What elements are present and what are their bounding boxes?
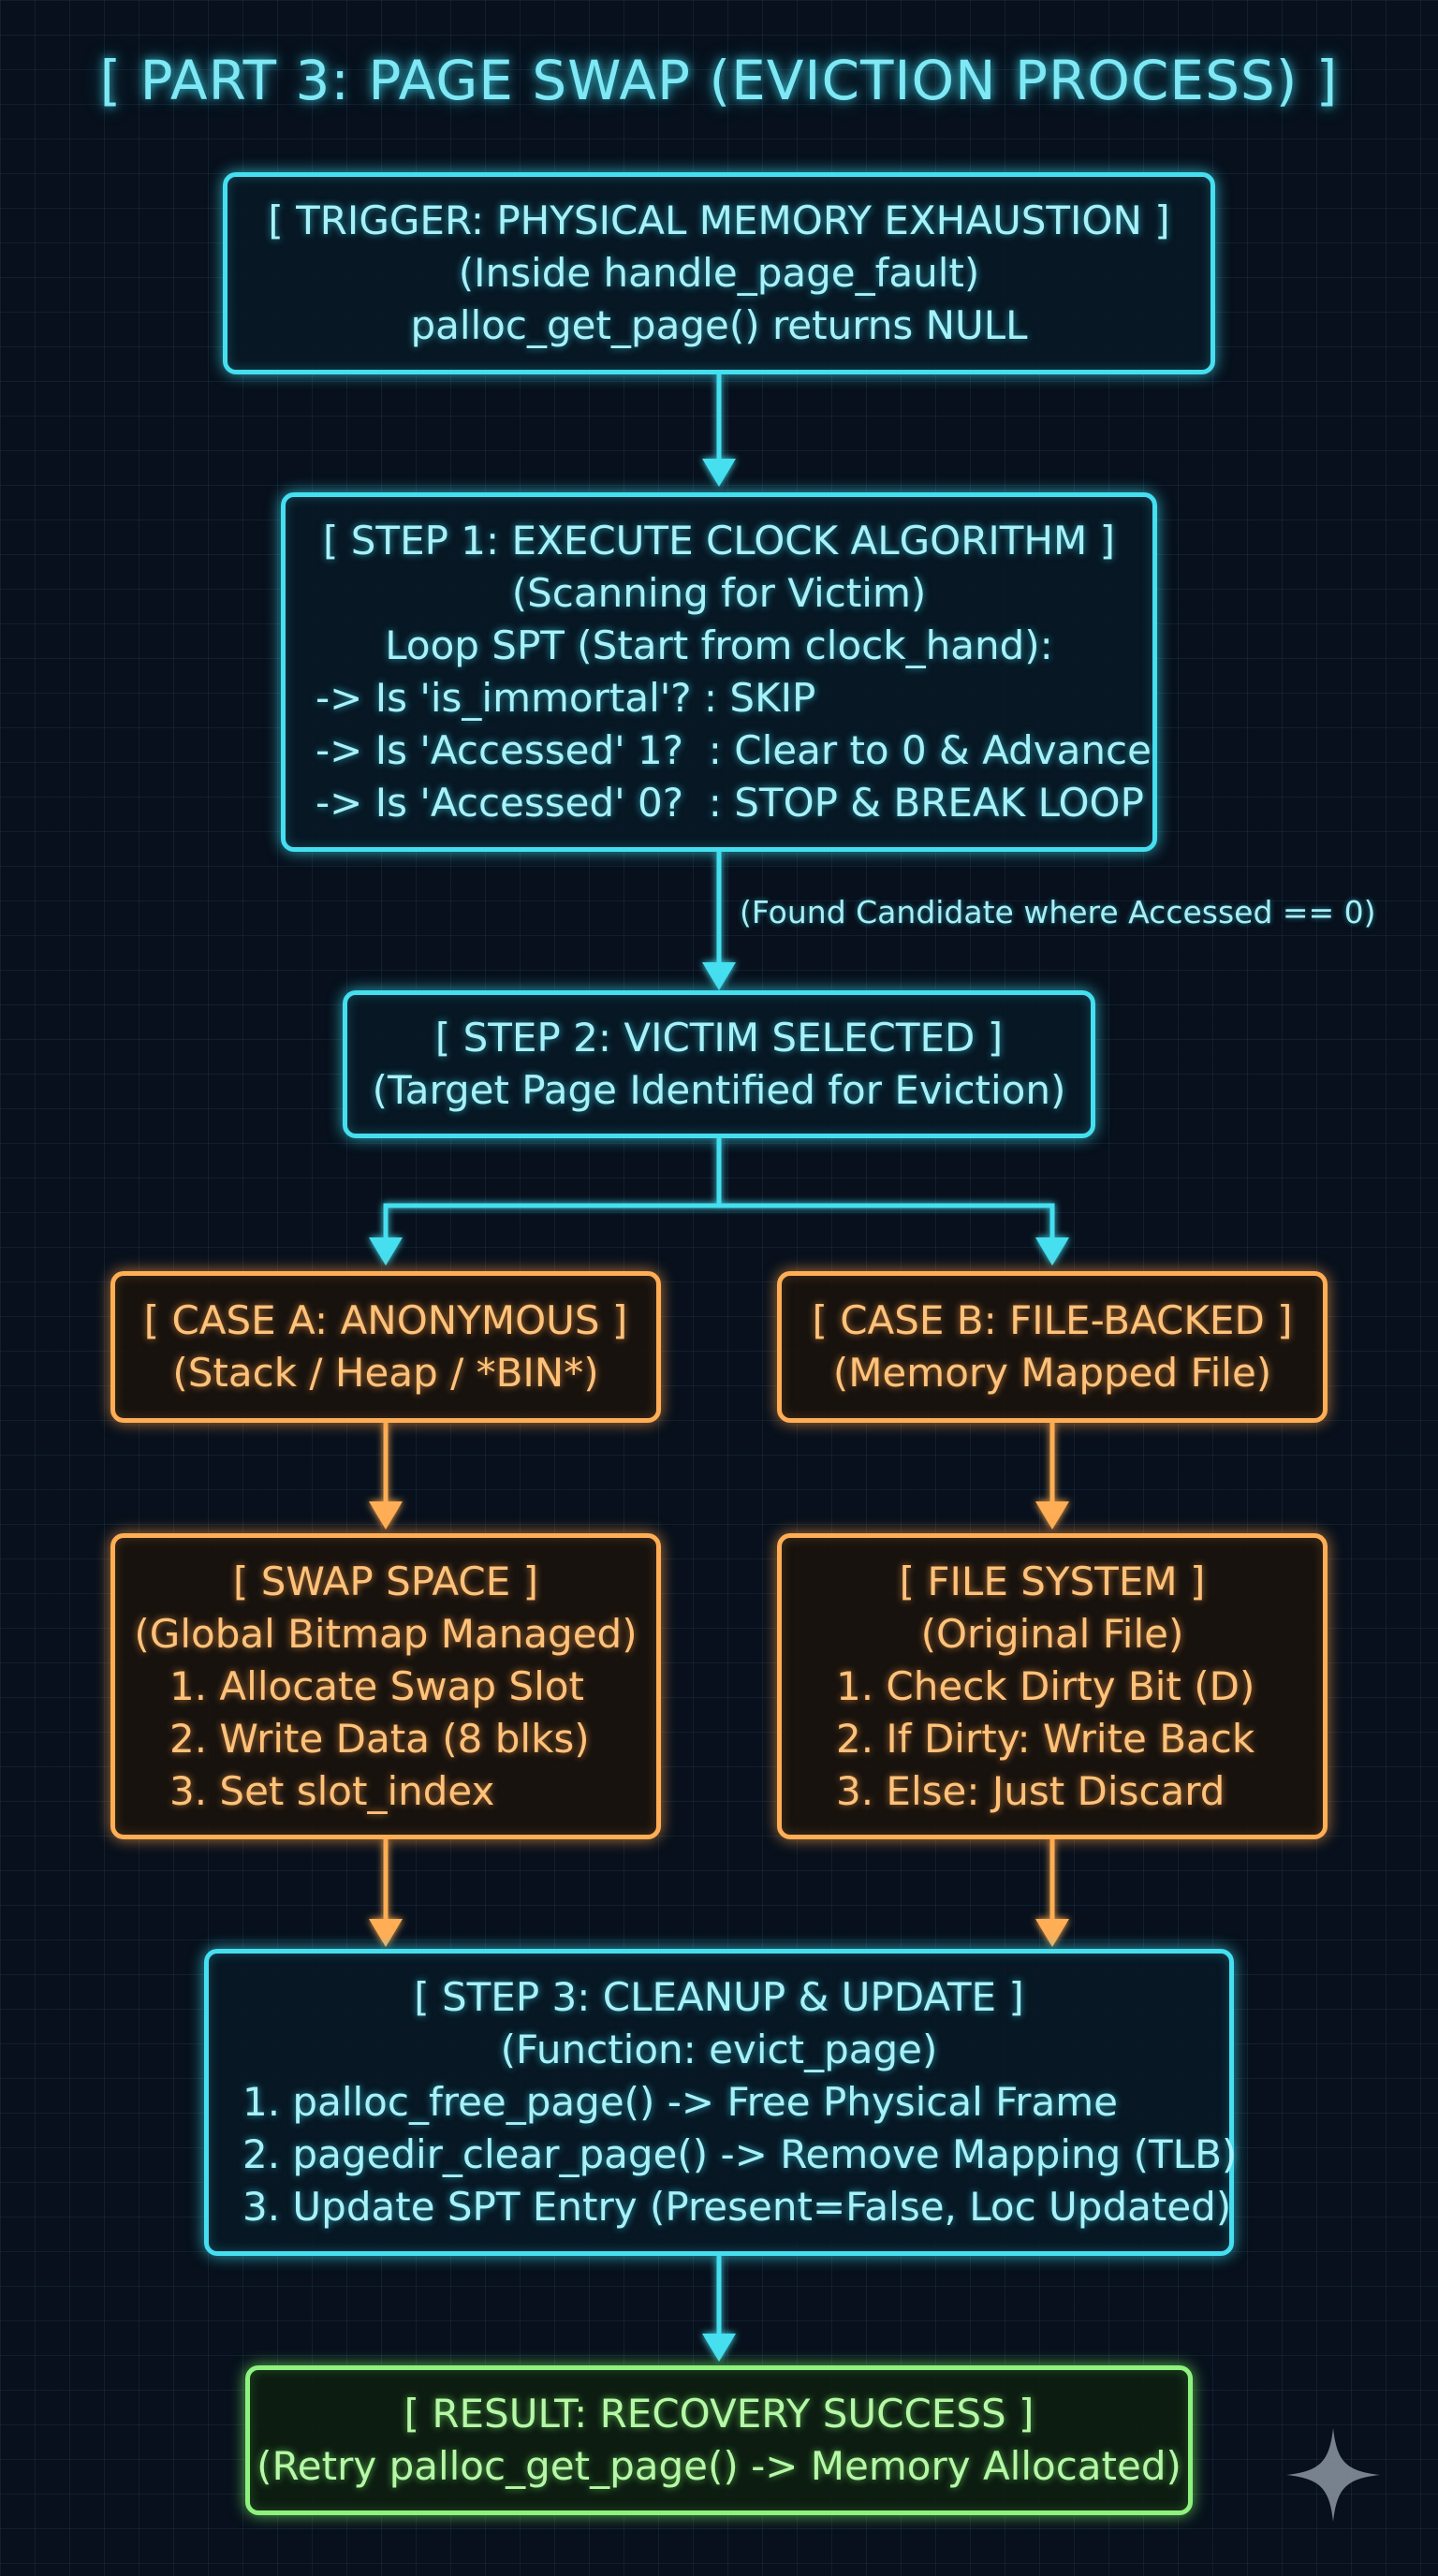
edge-label-found-candidate: (Found Candidate where Accessed == 0) <box>740 894 1376 930</box>
step1-node: [ STEP 1: EXECUTE CLOCK ALGORITHM ] (Sca… <box>281 492 1157 852</box>
arrowhead-case-b <box>1035 1237 1069 1266</box>
step1-rule-immortal: -> Is 'is_immortal'? : SKIP <box>315 675 816 721</box>
edge-step2-branch <box>383 1138 722 1237</box>
result-node: [ RESULT: RECOVERY SUCCESS ] (Retry pall… <box>245 2365 1193 2515</box>
file-system-subtitle: (Original File) <box>920 1610 1184 1657</box>
step3-heading: [ STEP 3: CLEANUP & UPDATE ] <box>414 1974 1024 2020</box>
file-system-heading: [ FILE SYSTEM ] <box>899 1558 1206 1604</box>
arrowhead-fs <box>1035 1501 1069 1530</box>
case-a-node: [ CASE A: ANONYMOUS ] (Stack / Heap / *B… <box>110 1271 661 1423</box>
arrowhead-swap <box>369 1501 403 1530</box>
step3-node: [ STEP 3: CLEANUP & UPDATE ] (Function: … <box>204 1949 1238 2256</box>
trigger-heading: [ TRIGGER: PHYSICAL MEMORY EXHAUSTION ] <box>268 198 1170 243</box>
step2-node: [ STEP 2: VICTIM SELECTED ] (Target Page… <box>343 990 1095 1138</box>
swap-space-step-3: 3. Set slot_index <box>169 1767 495 1814</box>
step1-loop: Loop SPT (Start from clock_hand): <box>385 622 1053 668</box>
arrowhead-step3-right <box>1035 1919 1069 1947</box>
step3-action-3: 3. Update SPT Entry (Present=False, Loc … <box>242 2184 1232 2230</box>
file-system-step-1: 1. Check Dirty Bit (D) <box>836 1662 1255 1709</box>
case-a-heading: [ CASE A: ANONYMOUS ] <box>143 1297 628 1343</box>
arrowhead-step2 <box>702 962 736 990</box>
result-subtitle: (Retry palloc_get_page() -> Memory Alloc… <box>257 2443 1181 2489</box>
arrowhead-result <box>702 2334 736 2362</box>
swap-space-node: [ SWAP SPACE ] (Global Bitmap Managed) 1… <box>110 1533 661 1839</box>
step3-action-2: 2. pagedir_clear_page() -> Remove Mappin… <box>242 2131 1238 2177</box>
step2-heading: [ STEP 2: VICTIM SELECTED ] <box>434 1015 1004 1061</box>
file-system-step-2: 2. If Dirty: Write Back <box>836 1715 1255 1762</box>
step1-subtitle: (Scanning for Victim) <box>511 570 927 616</box>
file-system-step-3: 3. Else: Just Discard <box>836 1767 1225 1814</box>
result-heading: [ RESULT: RECOVERY SUCCESS ] <box>404 2391 1034 2437</box>
case-b-heading: [ CASE B: FILE-BACKED ] <box>812 1297 1293 1343</box>
swap-space-heading: [ SWAP SPACE ] <box>233 1558 538 1604</box>
trigger-node: [ TRIGGER: PHYSICAL MEMORY EXHAUSTION ] … <box>223 172 1215 374</box>
case-b-node: [ CASE B: FILE-BACKED ] (Memory Mapped F… <box>777 1271 1328 1423</box>
step1-rule-accessed-0: -> Is 'Accessed' 0? : STOP & BREAK LOOP <box>315 780 1144 826</box>
diagram-title: [ PART 3: PAGE SWAP (EVICTION PROCESS) ] <box>99 49 1339 112</box>
step1-heading: [ STEP 1: EXECUTE CLOCK ALGORITHM ] <box>323 518 1115 564</box>
case-b-subtitle: (Memory Mapped File) <box>832 1350 1272 1396</box>
swap-space-subtitle: (Global Bitmap Managed) <box>134 1610 638 1657</box>
step3-subtitle: (Function: evict_page) <box>500 2027 938 2072</box>
sparkle-icon <box>1286 2428 1380 2522</box>
step3-action-1: 1. palloc_free_page() -> Free Physical F… <box>242 2079 1119 2125</box>
step2-subtitle: (Target Page Identified for Eviction) <box>372 1067 1066 1113</box>
edge-step2-branch-right <box>719 1203 1055 1237</box>
case-a-subtitle: (Stack / Heap / *BIN*) <box>172 1350 599 1396</box>
trigger-context: (Inside handle_page_fault) <box>458 250 980 296</box>
arrowhead-case-a <box>369 1237 403 1266</box>
step1-rule-accessed-1: -> Is 'Accessed' 1? : Clear to 0 & Advan… <box>315 727 1152 773</box>
arrowhead-step3-left <box>369 1919 403 1947</box>
arrowhead-step1 <box>702 459 736 487</box>
trigger-condition: palloc_get_page() returns NULL <box>410 302 1028 348</box>
swap-space-step-1: 1. Allocate Swap Slot <box>169 1662 584 1709</box>
file-system-node: [ FILE SYSTEM ] (Original File) 1. Check… <box>777 1533 1328 1839</box>
swap-space-step-2: 2. Write Data (8 blks) <box>169 1715 590 1762</box>
